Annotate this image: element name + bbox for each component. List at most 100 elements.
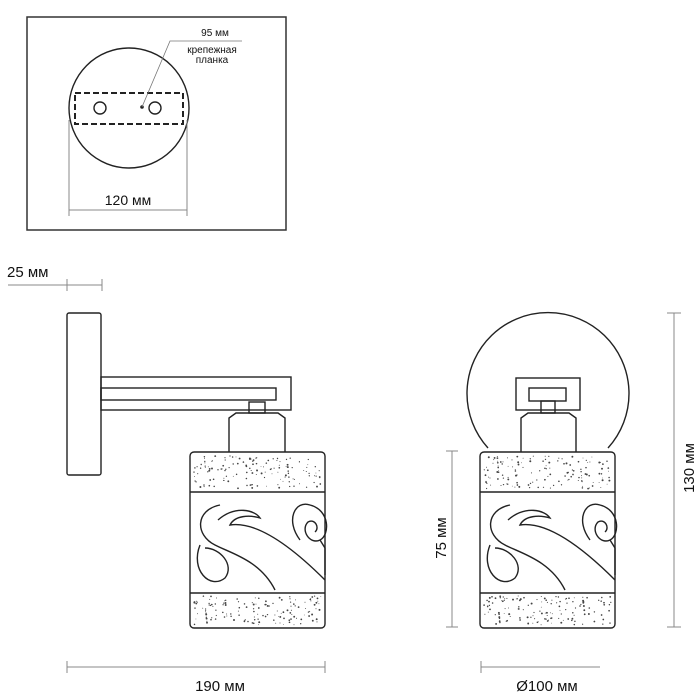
speckle-dot — [559, 600, 561, 603]
speckle-dot — [602, 463, 604, 465]
speckle-dot — [242, 461, 245, 463]
speckle-dot — [229, 455, 231, 457]
speckle-dot — [512, 598, 514, 601]
speckle-dot — [202, 595, 205, 597]
speckle-dot — [499, 621, 501, 624]
speckle-dot — [541, 601, 543, 603]
speckle-dot — [497, 471, 500, 474]
speckle-dot — [214, 618, 217, 620]
speckle-dot — [265, 462, 268, 464]
speckle-dot — [588, 607, 591, 609]
speckle-dot — [290, 618, 292, 620]
speckle-dot — [243, 603, 246, 605]
speckle-dot — [586, 596, 588, 599]
speckle-dot — [544, 458, 547, 461]
speckle-dot — [207, 466, 209, 468]
speckle-dot — [501, 600, 504, 603]
speckle-dot — [279, 461, 281, 463]
speckle-dot — [504, 608, 506, 610]
speckle-dot — [498, 616, 501, 619]
speckle-dot — [494, 597, 497, 600]
speckle-dot — [579, 605, 581, 607]
shade-height-label: 75 мм — [433, 517, 450, 558]
speckle-dot — [600, 473, 603, 475]
speckle-dot — [506, 457, 509, 459]
speckle-dot — [537, 486, 539, 489]
speckle-dot — [571, 456, 573, 458]
speckle-dot — [210, 595, 212, 598]
speckle-dot — [497, 460, 499, 462]
speckle-dot — [263, 476, 266, 479]
speckle-dot — [233, 619, 235, 621]
speckle-dot — [587, 613, 590, 615]
speckle-dot — [578, 476, 580, 479]
speckle-dot — [486, 487, 488, 490]
speckle-dot — [546, 620, 549, 622]
speckle-dot — [552, 484, 555, 487]
speckle-dot — [265, 485, 267, 487]
speckle-dot — [293, 624, 295, 626]
speckle-dot — [223, 477, 225, 479]
speckle-dot — [209, 479, 212, 481]
speckle-dot — [222, 611, 224, 614]
speckle-dot — [252, 608, 255, 610]
speckle-dot — [561, 458, 563, 460]
speckle-dot — [527, 622, 530, 625]
speckle-dot — [279, 622, 281, 624]
arm-end-box — [515, 377, 581, 411]
speckle-dot — [489, 477, 491, 479]
speckle-dot — [289, 485, 291, 488]
speckle-dot — [308, 472, 310, 475]
speckle-dot — [194, 480, 196, 482]
speckle-dot — [309, 610, 311, 612]
speckle-dot — [600, 614, 603, 616]
speckle-dot — [293, 485, 295, 487]
front-view: 75 мм 130 мм Ø100 мм — [433, 311, 698, 695]
speckle-dot — [224, 604, 227, 606]
speckle-dot — [488, 476, 490, 478]
speckle-dot — [540, 595, 542, 598]
plate-view-frame — [26, 16, 287, 231]
speckle-dot — [529, 460, 532, 463]
speckle-dot — [587, 487, 589, 490]
speckle-dot — [272, 458, 274, 460]
speckle-dot — [212, 478, 215, 481]
speckle-dot — [517, 463, 520, 466]
speckle-dot — [502, 483, 505, 486]
speckle-dot — [247, 620, 249, 623]
speckle-dot — [545, 465, 547, 467]
speckle-dot — [237, 601, 240, 603]
speckle-dot — [514, 486, 516, 488]
speckle-dot — [557, 460, 559, 462]
speckle-dot — [262, 614, 264, 617]
speckle-dot — [497, 611, 500, 614]
speckle-dot — [193, 471, 195, 473]
speckle-dot — [557, 596, 560, 598]
speckle-dot — [522, 466, 524, 468]
speckle-dot — [498, 620, 501, 623]
speckle-dot — [268, 605, 270, 607]
speckle-dot — [558, 617, 560, 619]
speckle-dot — [293, 615, 296, 618]
speckle-dot — [200, 463, 202, 466]
speckle-dot — [304, 601, 306, 603]
speckle-dot — [581, 477, 583, 479]
speckle-dot — [276, 457, 279, 460]
speckle-dot — [582, 599, 585, 602]
speckle-dot — [546, 601, 548, 603]
speckle-dot — [316, 597, 319, 600]
speckle-dot — [300, 623, 302, 625]
speckle-dot — [244, 619, 246, 621]
speckle-dot — [210, 618, 212, 621]
speckle-dot — [225, 475, 228, 477]
speckle-dot — [523, 596, 525, 599]
speckle-dot — [567, 618, 570, 620]
speckle-dot — [566, 471, 569, 474]
speckle-dot — [204, 462, 206, 464]
speckle-dot — [294, 605, 296, 607]
speckle-dot — [537, 621, 539, 623]
speckle-dot — [285, 466, 287, 468]
speckle-dot — [598, 461, 601, 464]
speckle-dot — [202, 607, 204, 609]
speckle-dot — [289, 612, 292, 614]
